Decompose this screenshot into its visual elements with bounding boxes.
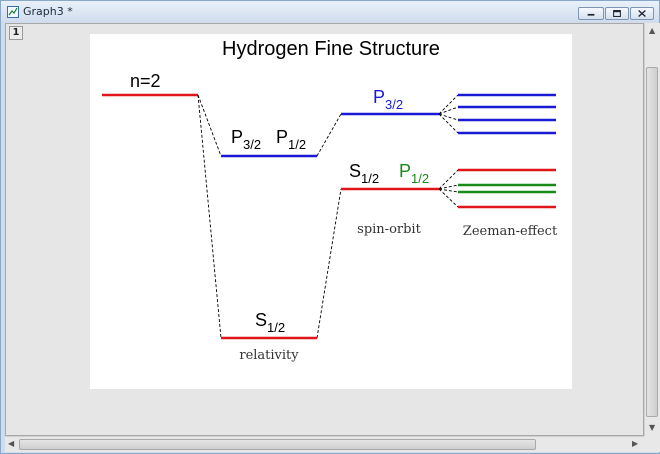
n2-label: n=2 <box>130 71 161 91</box>
p32-right-label: P3/2 <box>373 87 403 112</box>
p32-left-label: P3/2 <box>231 127 261 152</box>
p12-right-sub: 1/2 <box>411 171 429 186</box>
s12-right-sub: 1/2 <box>361 171 379 186</box>
minimize-button[interactable] <box>578 7 604 20</box>
close-icon <box>638 10 646 17</box>
s12-lower-sub: 1/2 <box>267 320 285 335</box>
relativity-label: relativity <box>239 348 299 363</box>
p12-right-base: P <box>399 161 411 181</box>
s12-lower-label: S1/2 <box>255 310 285 335</box>
p32-right-base: P <box>373 87 385 107</box>
s12-lower-base: S <box>255 310 267 330</box>
maximize-icon <box>613 10 621 17</box>
p32-left-sub: 3/2 <box>243 137 261 152</box>
vertical-scrollbar[interactable]: ▲ ▼ <box>644 23 660 436</box>
p32-left-base: P <box>231 127 243 147</box>
p12-left-label: P1/2 <box>276 127 306 152</box>
layer-page-tab[interactable]: 1 <box>9 26 23 40</box>
scroll-corner <box>644 436 660 452</box>
scroll-left-arrow-icon[interactable]: ◀ <box>8 439 15 448</box>
horizontal-scrollbar[interactable]: ◀ ▶ <box>5 436 644 452</box>
p12-left-base: P <box>276 127 288 147</box>
graph-canvas[interactable]: Hydrogen Fine Structure n=2 P3/2 P1/2 S1… <box>90 34 572 389</box>
scroll-right-arrow-icon[interactable]: ▶ <box>632 439 639 448</box>
zeeman-connectors <box>438 94 459 208</box>
close-button[interactable] <box>630 7 654 20</box>
scroll-up-arrow-icon[interactable]: ▲ <box>649 26 656 35</box>
maximize-button[interactable] <box>605 7 629 20</box>
graph-window-icon <box>7 6 19 18</box>
horizontal-scroll-thumb[interactable] <box>19 439 536 450</box>
p12-right-label: P1/2 <box>399 161 429 186</box>
s12-right-base: S <box>349 161 361 181</box>
vertical-scroll-thumb[interactable] <box>646 67 658 417</box>
s12-right-label: S1/2 <box>349 161 379 186</box>
p32-right-sub: 3/2 <box>385 97 403 112</box>
p12-left-sub: 1/2 <box>288 137 306 152</box>
fine-structure-diagram: Hydrogen Fine Structure n=2 P3/2 P1/2 S1… <box>102 38 558 363</box>
scroll-down-arrow-icon[interactable]: ▼ <box>649 423 656 432</box>
relativity-connectors <box>197 94 342 339</box>
title-bar[interactable]: Graph3 * <box>1 1 659 23</box>
zeeman-label: Zeeman-effect <box>463 224 558 239</box>
spin-orbit-label: spin-orbit <box>357 222 421 237</box>
window-title: Graph3 * <box>23 5 73 18</box>
minimize-icon <box>587 13 595 16</box>
diagram-title: Hydrogen Fine Structure <box>222 38 440 60</box>
